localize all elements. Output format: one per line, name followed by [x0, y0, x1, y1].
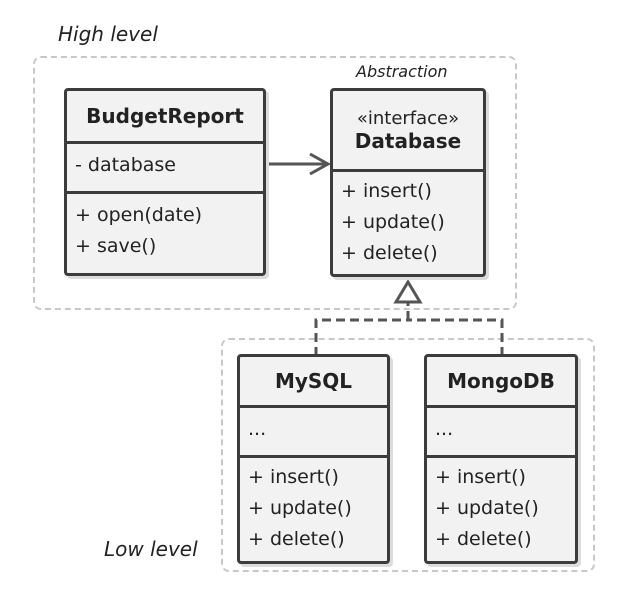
low-level-label: Low level: [104, 537, 198, 561]
method-line: + update(): [435, 497, 539, 519]
realization-line-mysql: [314, 318, 408, 356]
mysql-class: MySQL ... + insert() + update() + delete…: [237, 354, 390, 564]
database-title: Database: [354, 128, 462, 153]
database-methods: + insert() + update() + delete(): [333, 172, 483, 273]
mongodb-methods: + insert() + update() + delete(): [427, 458, 575, 559]
high-level-group: [33, 56, 517, 310]
method-line: + open(date): [75, 204, 203, 226]
method-line: + delete(): [341, 242, 438, 264]
mysql-methods: + insert() + update() + delete(): [240, 458, 387, 559]
method-line: + delete(): [435, 528, 532, 550]
mongodb-class: MongoDB ... + insert() + update() + dele…: [424, 354, 578, 564]
database-stereotype: «interface»: [356, 107, 460, 129]
database-header: «interface» Database: [333, 91, 483, 172]
field-line: ...: [435, 418, 454, 440]
mysql-title: MySQL: [274, 369, 353, 393]
abstraction-label: Abstraction: [356, 62, 448, 81]
method-line: + delete(): [248, 528, 345, 550]
mongodb-header: MongoDB: [427, 357, 575, 408]
field-line: ...: [248, 418, 267, 440]
method-line: + insert(): [435, 466, 526, 488]
mongodb-title: MongoDB: [447, 369, 555, 393]
low-level-group: [221, 338, 595, 572]
mongodb-fields: ...: [427, 408, 575, 458]
method-line: + update(): [341, 211, 445, 233]
database-interface: «interface» Database + insert() + update…: [330, 88, 486, 277]
method-line: + save(): [75, 235, 157, 257]
realization-line-mongodb: [408, 318, 504, 356]
association-arrowhead: [309, 152, 332, 176]
method-line: + insert(): [341, 180, 432, 202]
budget-report-header: BudgetReport: [67, 91, 263, 144]
field-line: - database: [75, 154, 176, 176]
high-level-label: High level: [58, 22, 158, 46]
realization-arrowhead: [393, 279, 423, 304]
method-line: + update(): [248, 497, 352, 519]
budget-report-methods: + open(date) + save(): [67, 194, 263, 266]
budget-report-title: BudgetReport: [86, 104, 244, 128]
method-line: + insert(): [248, 466, 339, 488]
budget-report-class: BudgetReport - database + open(date) + s…: [64, 88, 266, 276]
budget-report-fields: - database: [67, 144, 263, 194]
mysql-header: MySQL: [240, 357, 387, 408]
mysql-fields: ...: [240, 408, 387, 458]
